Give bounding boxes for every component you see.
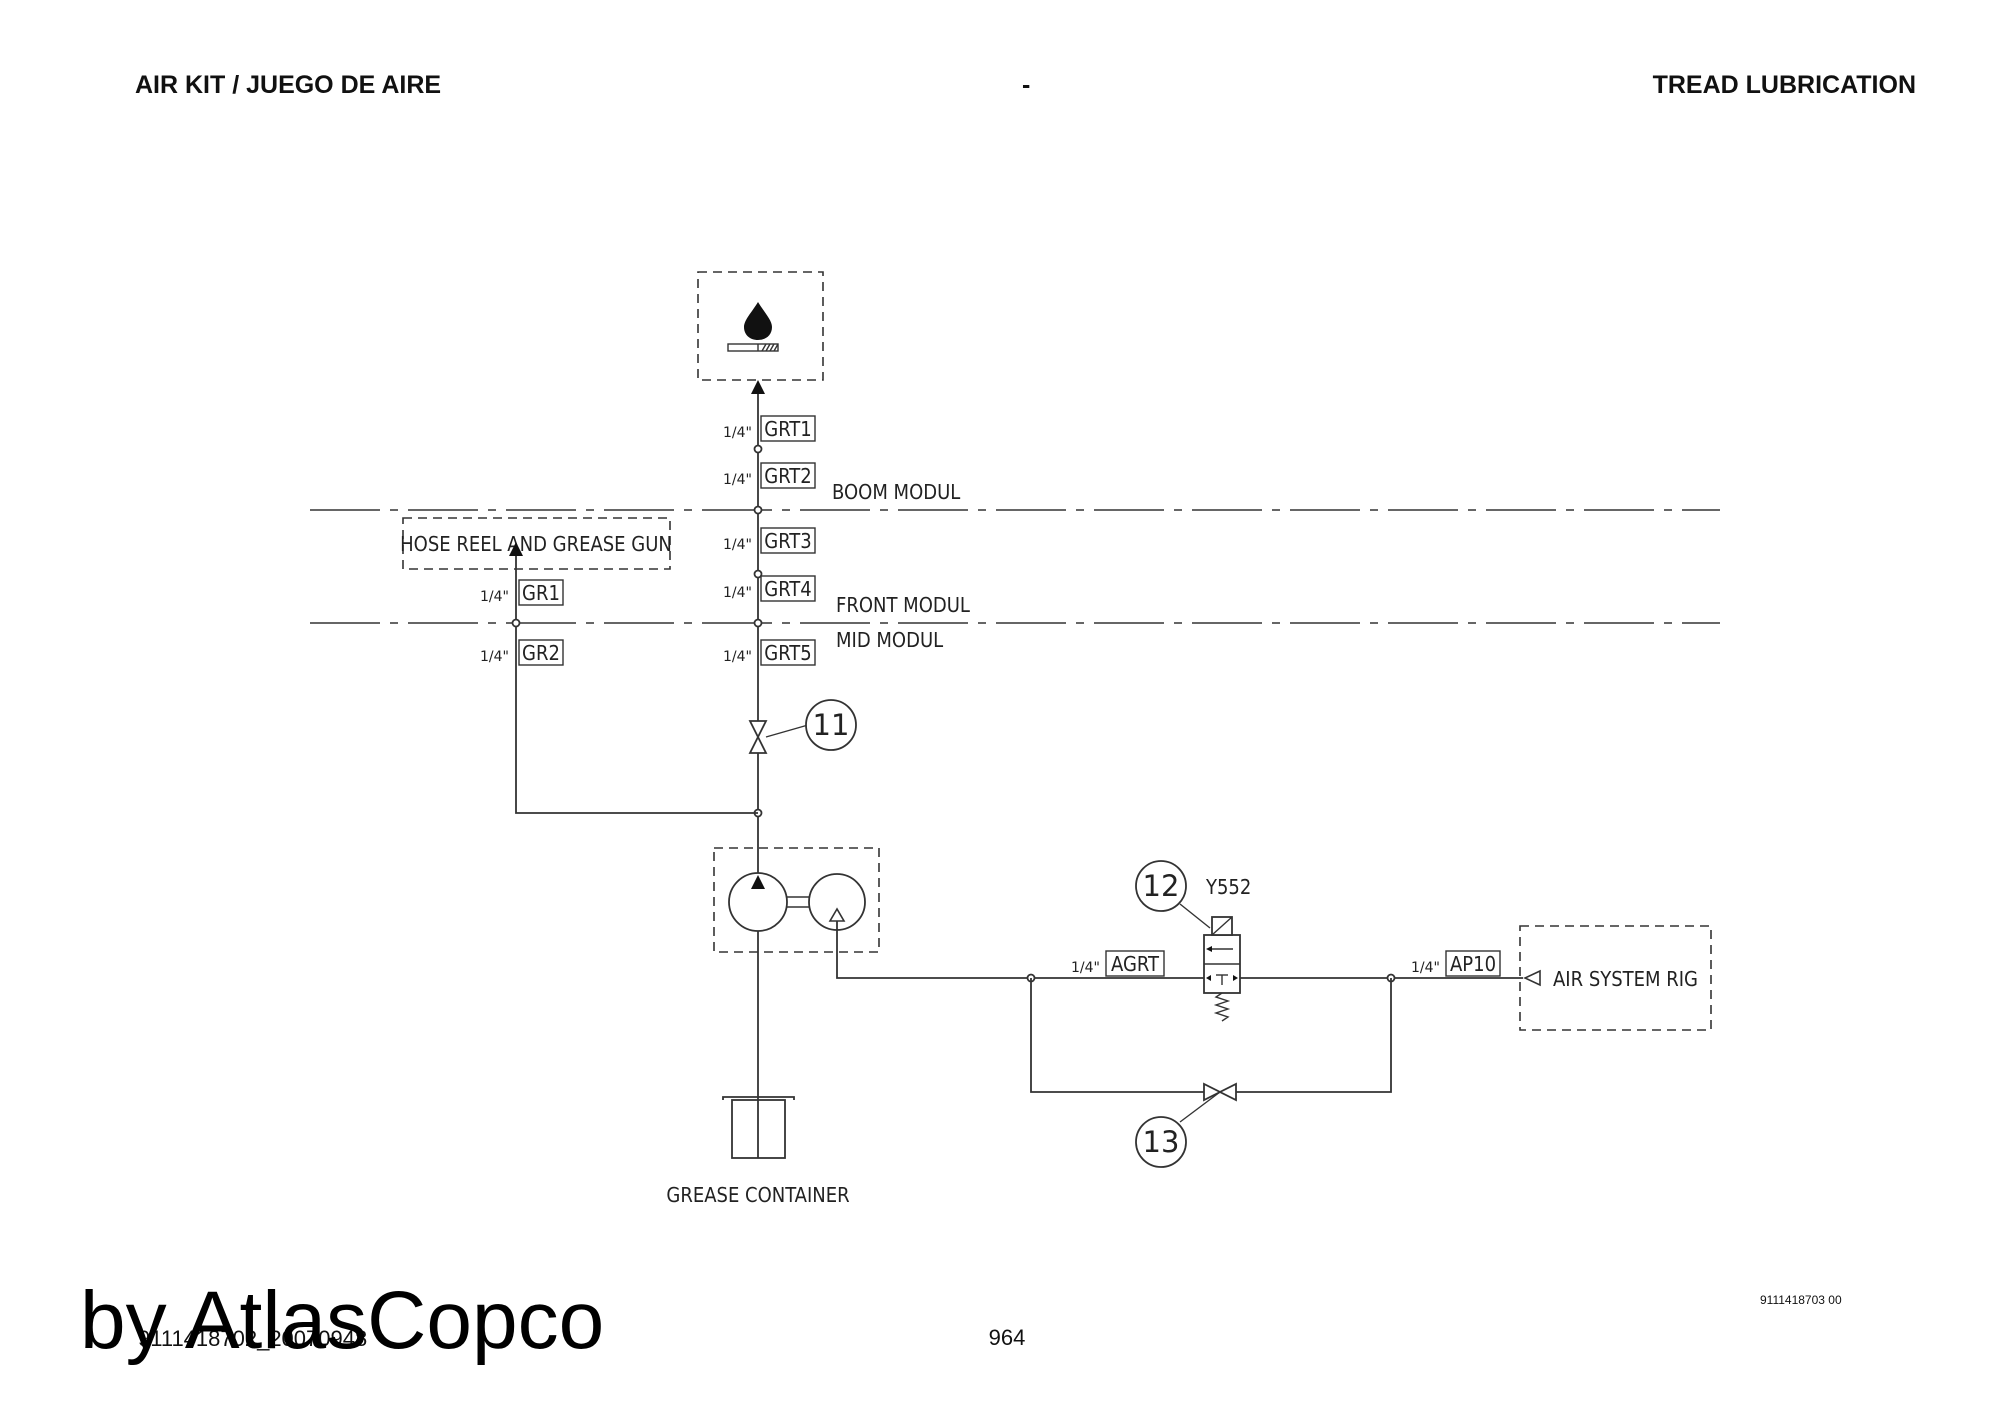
callout-11-label: 11 <box>813 708 850 742</box>
air-system-box <box>1519 925 1712 1031</box>
hose-tag-grt1 <box>760 415 816 442</box>
size-label: 1/4" <box>1411 960 1440 976</box>
air-inlet-icon <box>1523 969 1541 987</box>
callout-11 <box>805 699 857 751</box>
hose-tag-gr2 <box>518 639 564 666</box>
pump-unit-box <box>713 847 880 953</box>
page-number: 964 <box>989 1325 1026 1350</box>
junction-dot <box>753 444 763 454</box>
hose-tag-agrt <box>1105 950 1165 977</box>
size-label: 1/4" <box>480 589 509 605</box>
bypass-line <box>1030 978 1392 1093</box>
hose-tag-grt5-label: GRT5 <box>764 641 811 665</box>
header-right: TREAD LUBRICATION <box>1653 71 1916 99</box>
junction-dot <box>753 505 763 515</box>
size-label: 1/4" <box>723 649 752 665</box>
boom-module-label: BOOM MODUL <box>832 480 960 504</box>
hose-tag-ap10-label: AP10 <box>1450 952 1496 976</box>
shutoff-valve-11 <box>748 720 809 754</box>
solenoid-label: Y552 <box>1205 875 1251 899</box>
mid-module-label: MID MODUL <box>836 628 943 652</box>
grease-pump <box>728 872 788 932</box>
junction-dot <box>753 618 763 628</box>
header-left: AIR KIT / JUEGO DE AIRE <box>135 71 441 99</box>
watermark: by AtlasCopco <box>80 1275 604 1366</box>
size-label: 1/4" <box>723 472 752 488</box>
junction-dot <box>511 618 521 628</box>
hose-tag-grt2 <box>760 462 816 489</box>
document-number: 9111418703 00 <box>1760 1293 1842 1307</box>
hose-tag-agrt-label: AGRT <box>1111 952 1160 976</box>
hose-tag-grt4-label: GRT4 <box>764 577 811 601</box>
hose-reel-label: HOSE REEL AND GREASE GUN <box>400 532 672 556</box>
solenoid-valve-y552 <box>1203 916 1241 1022</box>
outlet-arrow-icon <box>751 380 765 394</box>
bypass-valve-13 <box>1179 1082 1237 1123</box>
hose-reel-branch-line <box>515 556 758 814</box>
grease-container-label: GREASE CONTAINER <box>666 1183 849 1207</box>
callout-12-leader <box>1179 903 1211 929</box>
oil-drop-icon <box>744 302 772 340</box>
hose-reel-arrow-icon <box>509 542 523 556</box>
pump-direction-icon <box>751 875 765 889</box>
hose-tag-gr1 <box>518 579 564 606</box>
hose-tag-grt3-label: GRT3 <box>764 529 811 553</box>
air-system-label: AIR SYSTEM RIG <box>1553 967 1698 991</box>
hose-tag-gr2-label: GR2 <box>522 641 560 665</box>
front-module-label: FRONT MODUL <box>836 593 970 617</box>
size-label: 1/4" <box>480 649 509 665</box>
junction-dot <box>753 569 763 579</box>
hose-tag-ap10 <box>1445 950 1501 977</box>
hose-reel-box <box>402 517 671 570</box>
hose-tag-grt5 <box>760 639 816 666</box>
size-label: 1/4" <box>1071 960 1100 976</box>
hose-tag-gr1-label: GR1 <box>522 581 560 605</box>
lubrication-point-box <box>697 271 824 381</box>
callout-12 <box>1135 860 1187 912</box>
hose-tag-grt2-label: GRT2 <box>764 464 811 488</box>
hose-tag-grt3 <box>760 527 816 554</box>
hose-tag-grt4 <box>760 575 816 602</box>
size-label: 1/4" <box>723 585 752 601</box>
air-supply-line <box>836 921 1523 979</box>
size-label: 1/4" <box>723 537 752 553</box>
header-center: - <box>1022 71 1030 99</box>
grease-nipple-icon <box>727 343 779 352</box>
grease-container <box>722 1096 795 1159</box>
size-label: 1/4" <box>723 425 752 441</box>
callout-13-label: 13 <box>1143 1125 1180 1159</box>
hose-tag-grt1-label: GRT1 <box>764 417 811 441</box>
callout-12-label: 12 <box>1143 869 1180 903</box>
callout-13 <box>1135 1116 1187 1168</box>
file-id: 9111418702_20070948 <box>138 1326 367 1351</box>
